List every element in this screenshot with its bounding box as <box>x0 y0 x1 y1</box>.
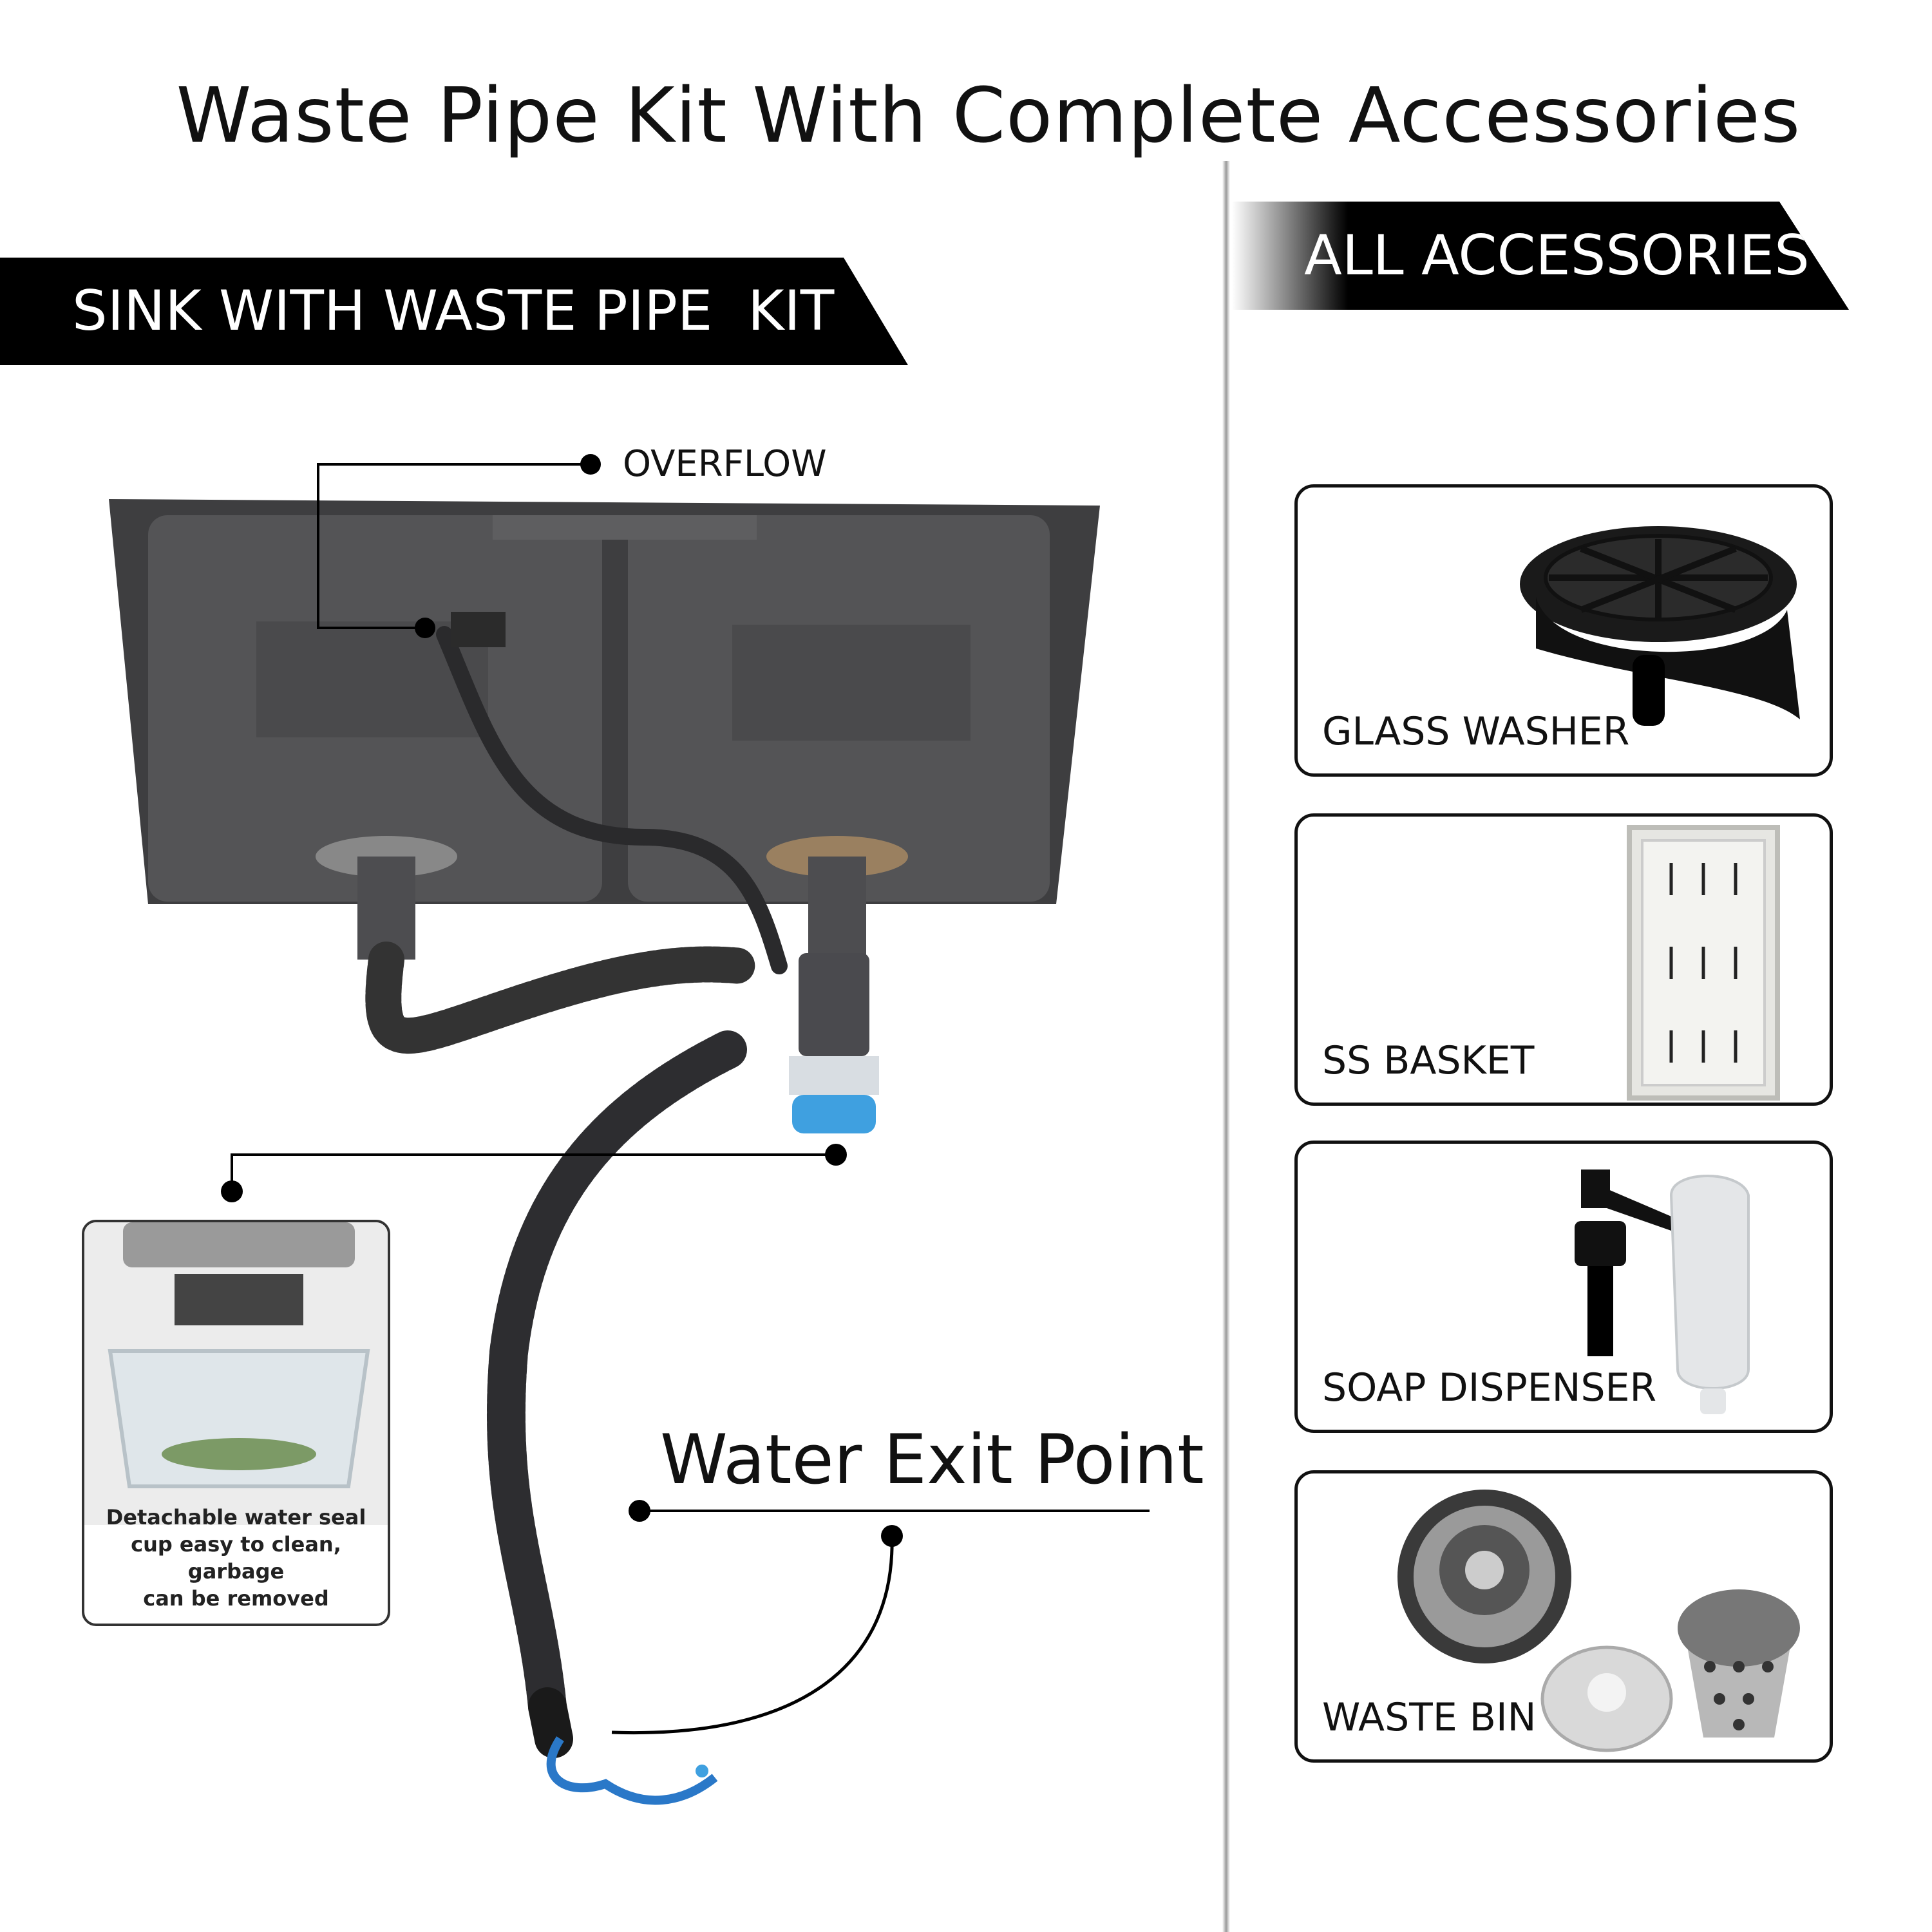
drain-strainers <box>316 836 908 960</box>
glass-washer-icon <box>1520 526 1800 726</box>
bottle-trap <box>789 953 879 1133</box>
accessory-label: WASTE BIN <box>1322 1695 1537 1740</box>
accessory-waste-bin: WASTE BIN <box>1294 1470 1833 1763</box>
accessory-ss-basket: SS BASKET <box>1294 813 1833 1106</box>
caption-line: can be removed <box>143 1586 329 1611</box>
page-title: Waste Pipe Kit With Complete Accessories <box>176 71 1801 160</box>
sink-kit-banner: SINK WITH WASTE PIPE KIT <box>0 258 908 365</box>
sink-illustration <box>109 454 1150 1805</box>
overflow-callout <box>317 454 601 647</box>
accessory-label: SOAP DISPENSER <box>1322 1365 1657 1410</box>
caption-line: cup easy to clean, garbage <box>131 1532 341 1584</box>
accessories-banner-text: ALL ACCESSORIES <box>1304 223 1810 288</box>
accessory-glass-washer: GLASS WASHER <box>1294 484 1833 777</box>
water-seal-inset: Detachable water seal cup easy to clean,… <box>82 1220 390 1626</box>
water-splash <box>546 1736 718 1805</box>
divider <box>1222 161 1230 1932</box>
accessory-label: GLASS WASHER <box>1322 709 1630 754</box>
water-exit-label: Water Exit Point <box>660 1420 1204 1499</box>
accessories-banner: ALL ACCESSORIES <box>1232 202 1849 310</box>
caption-line: Detachable water seal <box>106 1505 366 1530</box>
sink-body <box>109 499 1100 904</box>
accessory-soap-dispenser: SOAP DISPENSER <box>1294 1141 1833 1433</box>
accessory-label: SS BASKET <box>1322 1038 1535 1083</box>
inset-caption: Detachable water seal cup easy to clean,… <box>84 1504 388 1612</box>
waste-pipes <box>365 626 788 1758</box>
trap-callout <box>221 1144 847 1202</box>
overflow-label: OVERFLOW <box>623 443 827 485</box>
sink-kit-banner-text: SINK WITH WASTE PIPE KIT <box>72 279 835 343</box>
waste-bin-icon <box>1397 1490 1800 1752</box>
water-seal-cup-icon <box>84 1222 388 1525</box>
ss-basket-icon <box>1627 825 1780 1101</box>
exit-callout <box>611 1500 1150 1735</box>
soap-dispenser-icon <box>1575 1170 1750 1414</box>
